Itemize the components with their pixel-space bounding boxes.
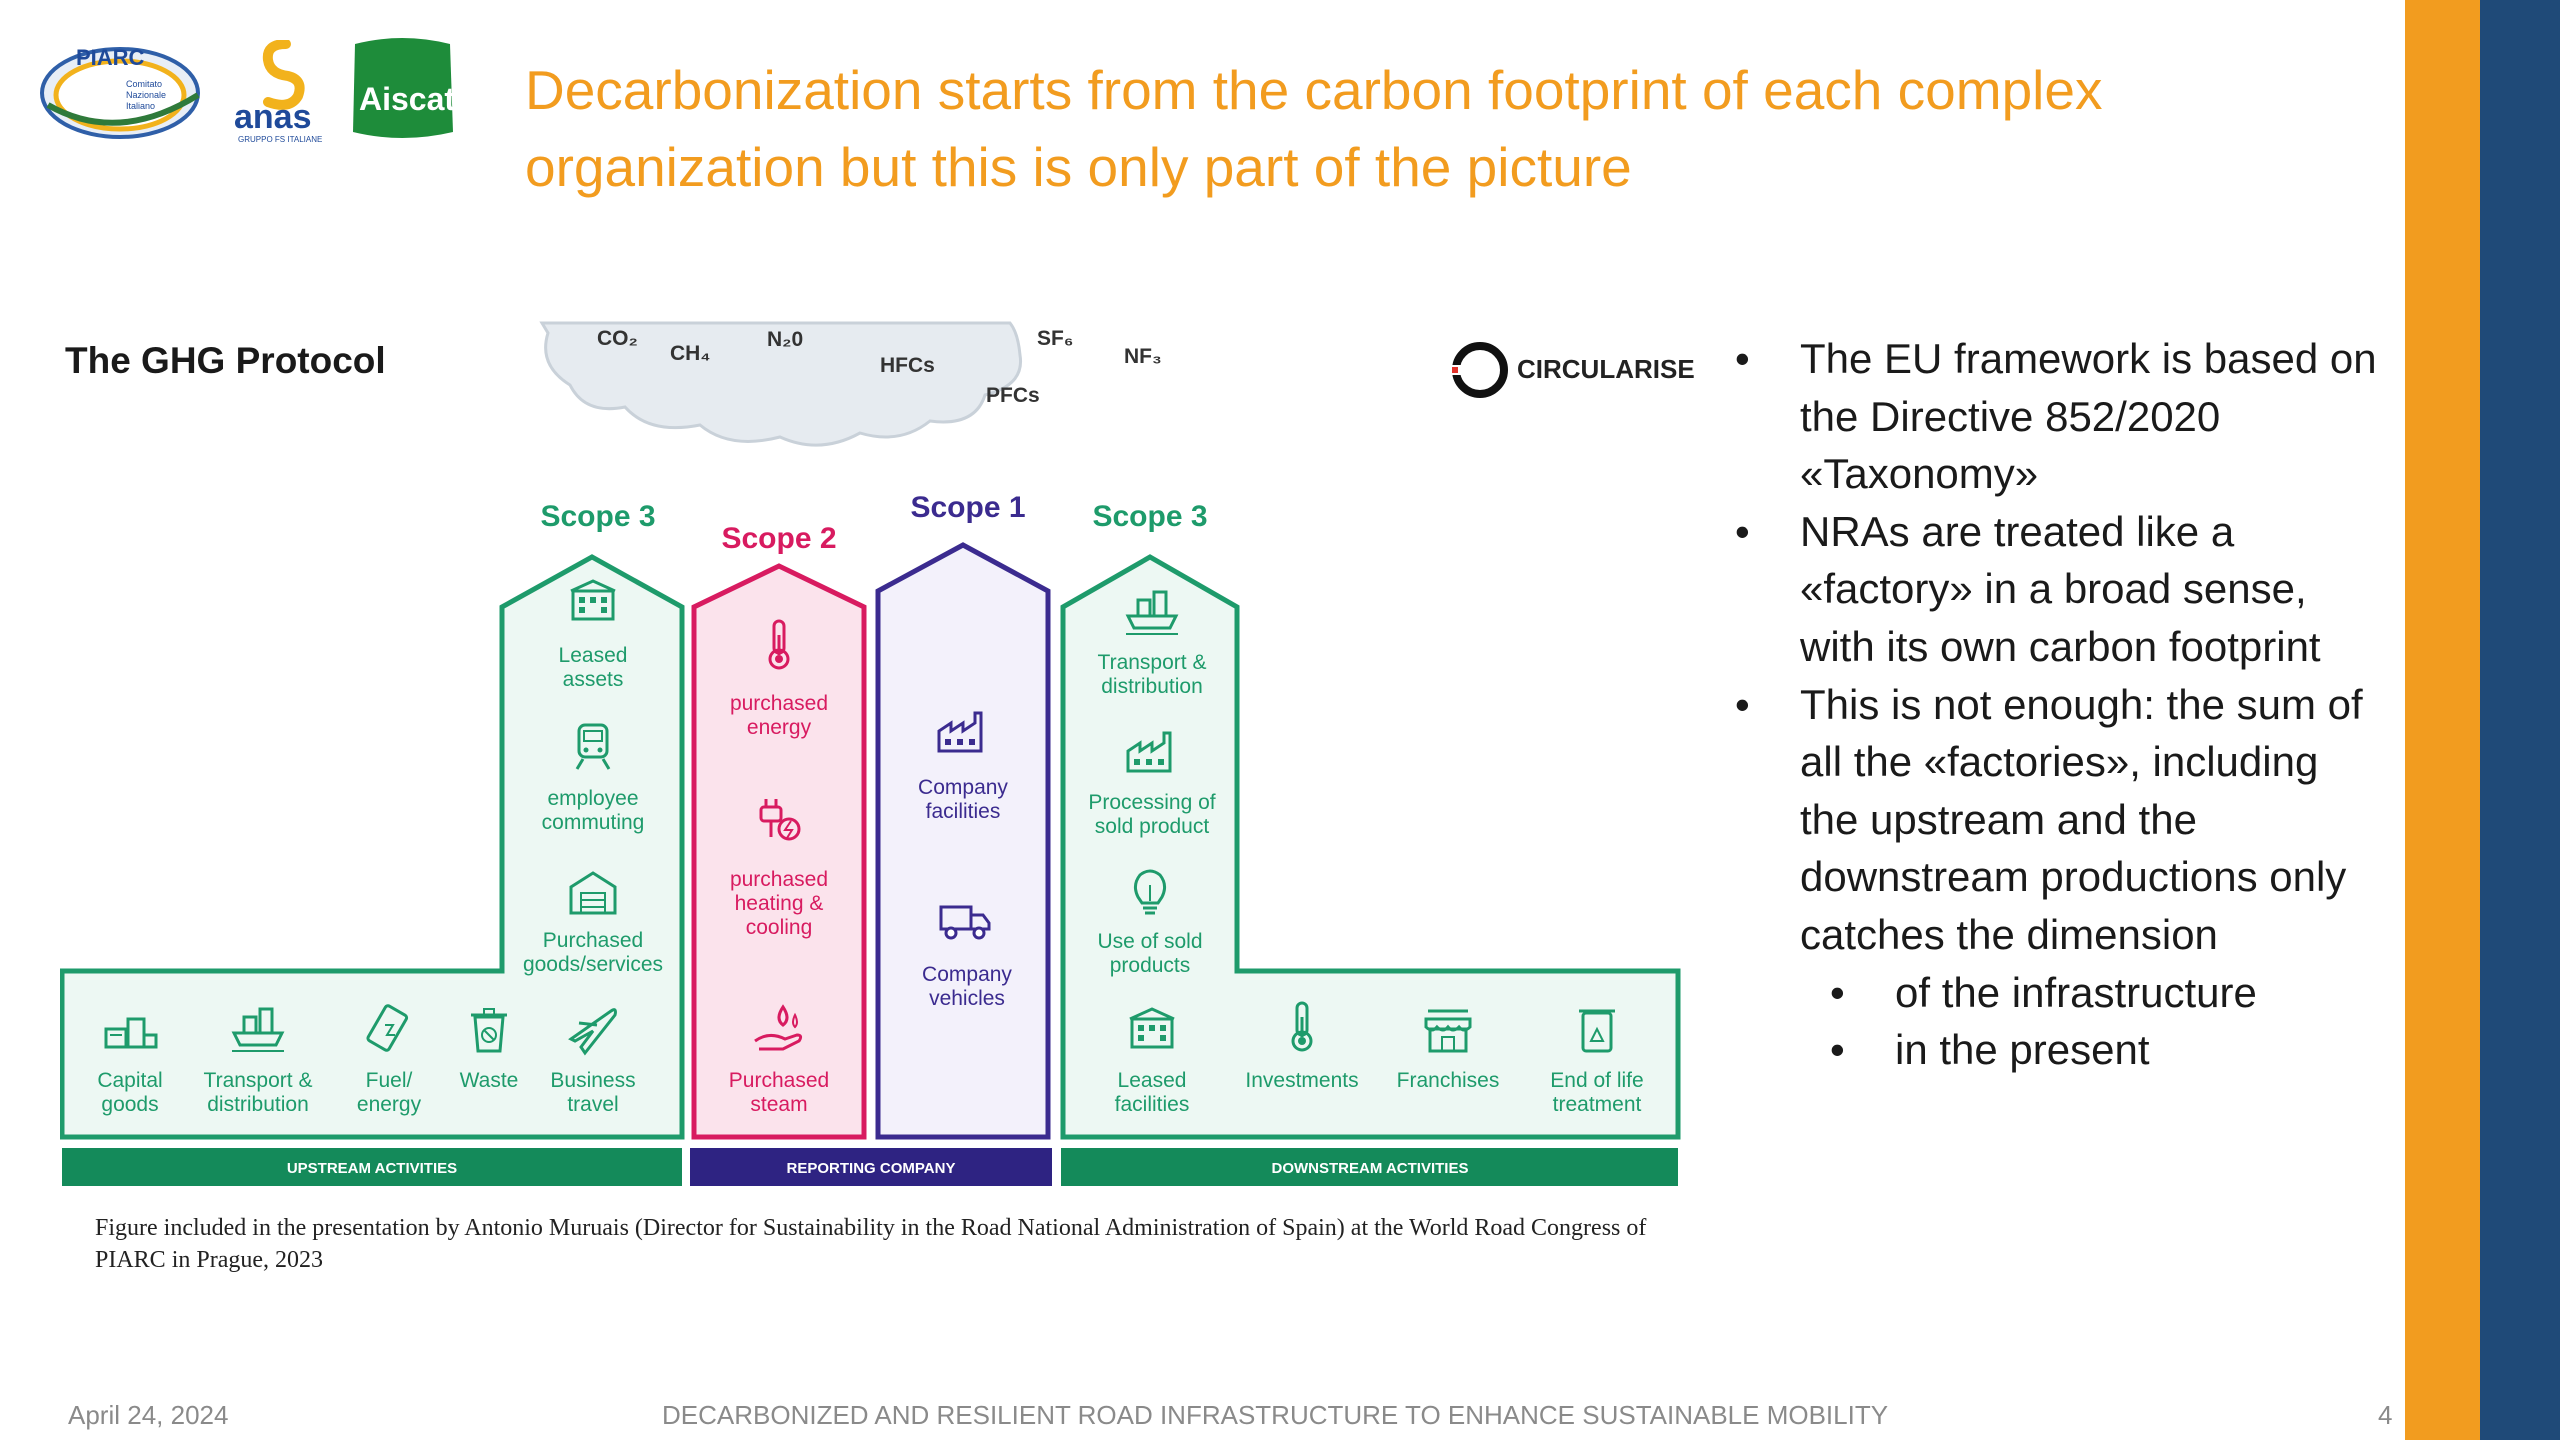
gas-label-nf3: NF₃ — [1124, 345, 1162, 368]
scope2-label: Scope 2 — [721, 522, 836, 555]
gas-label-ch4: CH₄ — [670, 342, 710, 365]
piarc-sub-3: Italiano — [126, 101, 155, 111]
bullet-dot: • — [1735, 507, 1750, 555]
side-bar-orange — [2405, 0, 2480, 1440]
bullet-item: • This is not enough: the sum of all the … — [1735, 676, 2385, 964]
footer-title: DECARBONIZED AND RESILIENT ROAD INFRASTR… — [662, 1400, 1889, 1430]
upstream-band-label: UPSTREAM ACTIVITIES — [287, 1160, 457, 1177]
bullet-text: in the present — [1895, 1026, 2150, 1074]
bullet-dot: • — [1830, 968, 1845, 1016]
page-number: 4 — [2378, 1400, 2393, 1430]
downstream-band — [1061, 1148, 1678, 1186]
emissions-cloud-icon — [539, 321, 1023, 447]
bullet-item: • The EU framework is based on the Direct… — [1735, 330, 2385, 503]
bullet-list: • The EU framework is based on the Direct… — [1735, 330, 2385, 1079]
scope3-upstream-label: Scope 3 — [540, 500, 655, 533]
circularise-brand: CIRCULARISE — [1517, 354, 1695, 384]
downstream-scope3-shape — [1060, 554, 1681, 1140]
fuel-energy-label: Fuel/energy — [357, 1069, 422, 1116]
investments-label: Investments — [1245, 1069, 1358, 1092]
reporting-band-label: REPORTING COMPANY — [787, 1160, 956, 1177]
aiscat-logo: Aiscat — [353, 38, 455, 138]
aiscat-name: Aiscat — [359, 81, 455, 117]
waste-label: Waste — [460, 1069, 519, 1092]
bullet-dot: • — [1735, 680, 1750, 728]
franchises-label: Franchises — [1397, 1069, 1500, 1092]
scope2-shape — [691, 563, 867, 1140]
upstream-scope3-shape — [60, 554, 685, 1140]
piarc-sub-1: Comitato — [126, 79, 162, 89]
bullet-text: NRAs are treated like a «factory» in a b… — [1800, 507, 2321, 670]
piarc-logo: PIARC Comitato Nazionale Italiano — [40, 45, 200, 139]
bullet-dot: • — [1735, 335, 1750, 382]
bullet-text: of the infrastructure — [1895, 968, 2257, 1016]
piarc-sub-2: Nazionale — [126, 90, 166, 100]
footer-date: April 24, 2024 — [68, 1400, 229, 1430]
anas-name: anas — [234, 98, 312, 136]
bullet-text: This is not enough: the sum of all the «… — [1800, 680, 2363, 958]
transport-distribution-up-label: Transport &distribution — [204, 1069, 313, 1116]
anas-sub: GRUPPO FS ITALIANE — [238, 135, 322, 144]
piarc-name: PIARC — [76, 45, 145, 70]
side-bar-blue — [2480, 0, 2560, 1440]
transport-distribution-down-label: Transport &distribution — [1098, 651, 1207, 698]
bullet-dot: • — [1830, 1026, 1845, 1074]
gas-label-pfcs: PFCs — [986, 384, 1040, 407]
scope1-label: Scope 1 — [910, 491, 1025, 524]
ghg-protocol-diagram: CO₂ CH₄ N₂0 HFCs PFCs SF₆ NF₃ Scope 3 Sc… — [60, 321, 1681, 1186]
gas-label-sf6: SF₆ — [1037, 327, 1073, 350]
sub-bullet-item: • of the infrastructure — [1735, 964, 2385, 1022]
reporting-band — [690, 1148, 1052, 1186]
gas-label-hfcs: HFCs — [880, 354, 935, 377]
gas-label-co2: CO₂ — [597, 327, 638, 350]
circularise-logo-icon — [1452, 342, 1508, 398]
scope3-downstream-label: Scope 3 — [1092, 500, 1207, 533]
scope1-shape — [875, 542, 1051, 1140]
slide-title: Decarbonization starts from the carbon f… — [525, 59, 2103, 198]
gas-label-n2o: N₂0 — [767, 328, 803, 351]
downstream-band-label: DOWNSTREAM ACTIVITIES — [1272, 1160, 1469, 1177]
figure-caption: Figure included in the presentation by A… — [95, 1215, 1647, 1273]
figure-title: The GHG Protocol — [65, 340, 386, 381]
sub-bullet-item: • in the present — [1735, 1021, 2385, 1079]
anas-logo: anas GRUPPO FS ITALIANE — [234, 40, 322, 144]
bullet-item: • NRAs are treated like a «factory» in a … — [1735, 503, 2385, 676]
bullet-text: The EU framework is based on the Directi… — [1800, 335, 2377, 498]
upstream-band — [62, 1148, 682, 1186]
